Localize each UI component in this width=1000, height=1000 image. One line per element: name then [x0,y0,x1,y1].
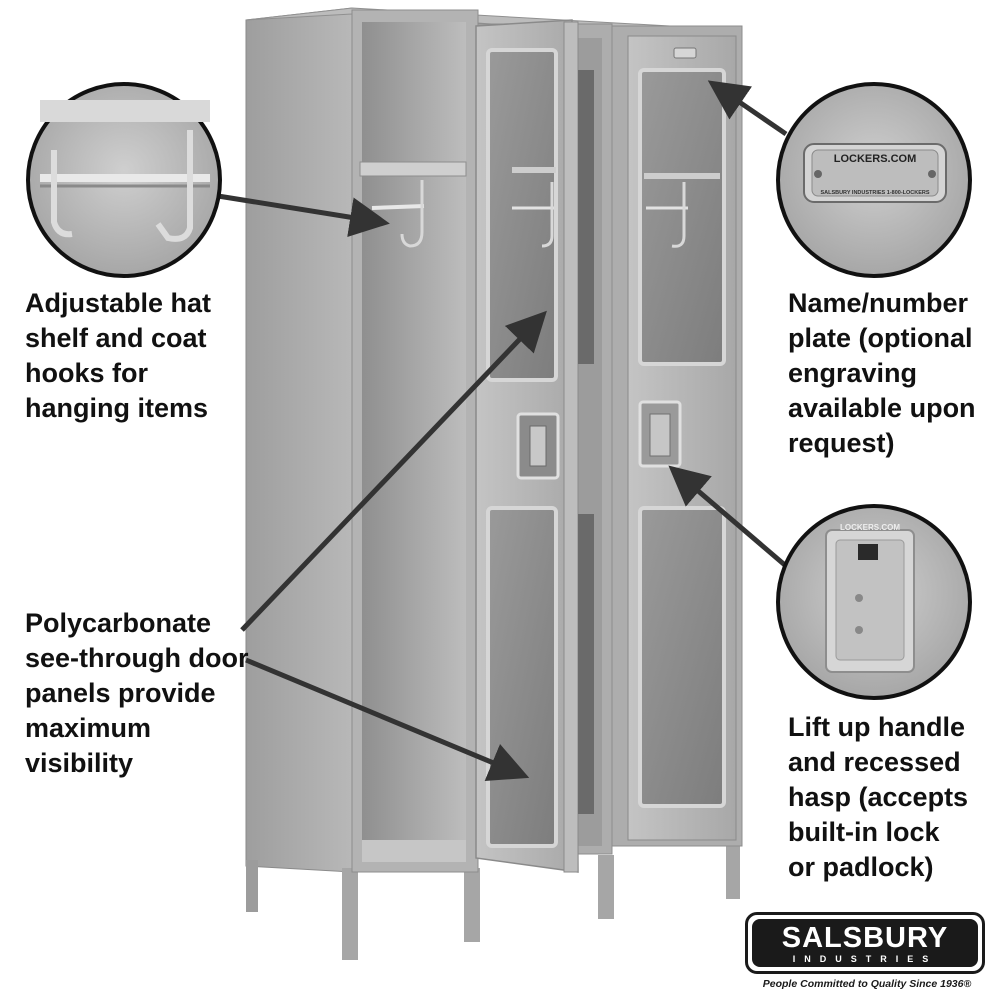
callout-hat-shelf: Adjustable hat shelf and coat hooks for … [25,288,212,423]
callout-arrow-poly-upper [240,310,547,632]
door-window-upper [486,48,558,382]
callout-arrow-plate [707,80,788,137]
coat-hook [541,182,554,248]
locker-leg [246,860,258,912]
locker-leg [726,835,740,899]
door-window-upper [638,68,726,366]
callout-arrow-poly-lower [245,657,530,781]
coat-rod [371,204,425,210]
locker-side-panel [245,7,353,873]
plate-bottom-text: SALSBURY INDUSTRIES 1-800-LOCKERS [820,190,929,196]
detail-circle-handle: LOCKERS.COM [776,504,972,700]
lock-hasp [649,413,671,457]
door-window-lower [638,506,726,808]
door-edge [563,21,579,873]
locker-leg [464,868,480,942]
brand-tagline: People Committed to Quality Since 1936® [762,978,972,990]
detail-circle-hooks [26,82,222,278]
logo-brand-name: SALSBURY [781,922,949,954]
compartment-floor [362,840,466,862]
handle-stamp-text: LOCKERS.COM [840,523,900,532]
callout-handle: Lift up handle and recessed hasp (accept… [788,712,969,882]
plate-top-text: LOCKERS.COM [834,153,917,165]
compartment-interior [362,22,466,862]
callout-name-plate: Name/number plate (optional engraving av… [788,288,976,458]
hat-shelf [359,161,467,177]
callout-polycarbonate: Polycarbonate see-through door panels pr… [25,608,249,778]
locker-leg [598,855,614,919]
lock-hasp [529,425,547,467]
coat-hook [671,182,686,248]
compartment-gap [578,70,594,364]
number-plate [673,47,697,59]
salsbury-logo: SALSBURY INDUSTRIES [745,912,985,974]
compartment-gap [578,514,594,814]
coat-hook [400,180,424,248]
logo-badge: SALSBURY INDUSTRIES [752,919,978,967]
detail-circle-plate: LOCKERS.COM SALSBURY INDUSTRIES 1-800-LO… [776,82,972,278]
door-window-lower [486,506,558,848]
logo-brand-sub: INDUSTRIES [792,954,938,964]
callout-arrow-handle [668,465,788,568]
locker-leg [342,868,358,960]
callout-arrow-hat [217,193,390,237]
